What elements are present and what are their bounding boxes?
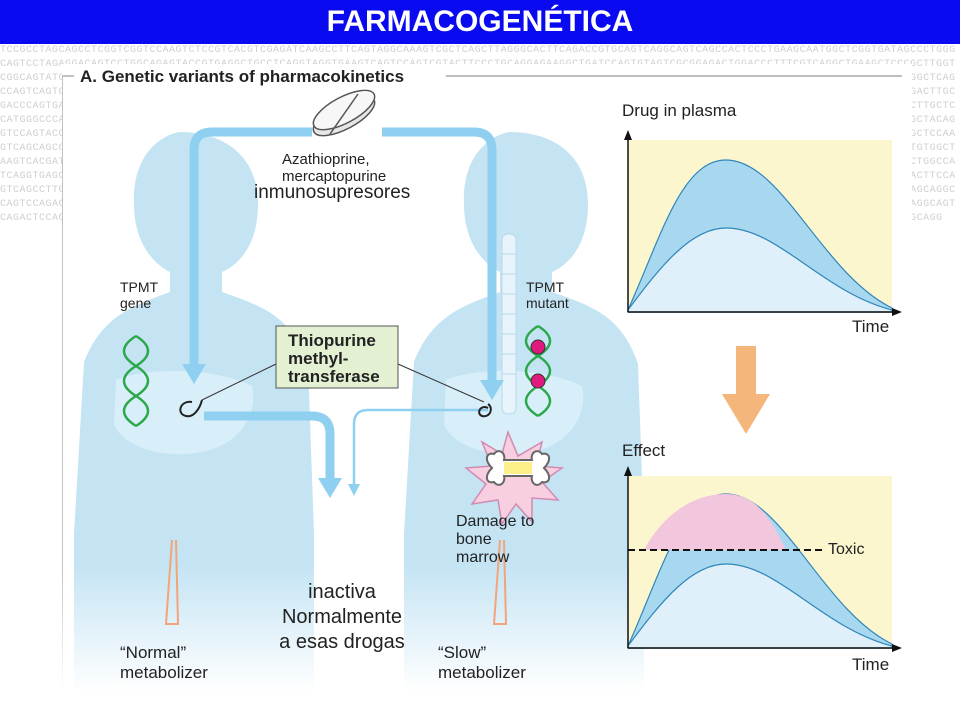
enzyme-label-line-3: transferase bbox=[288, 367, 380, 386]
inactive-annotation: inactiva Normalmente a esas drogas bbox=[262, 580, 422, 655]
inactive-annotation-line-1: inactiva bbox=[308, 581, 376, 603]
inactive-annotation-line-3: a esas drogas bbox=[279, 631, 405, 653]
enzyme-box bbox=[275, 325, 399, 389]
damage-label-line-2: bone bbox=[456, 531, 492, 548]
effect-chart-title: Effect bbox=[622, 441, 665, 460]
effect-x-axis-arrow-icon bbox=[892, 644, 902, 652]
slow-person-figure bbox=[392, 132, 662, 692]
effect-x-label: Time bbox=[852, 655, 889, 674]
slow-body-fade bbox=[392, 564, 662, 692]
tpmt-gene-label-line-1: TPMT bbox=[120, 279, 159, 295]
slow-leg-line bbox=[492, 539, 508, 625]
enzyme-label: Thiopurine methyl- transferase bbox=[288, 331, 381, 386]
tpmt-mutant-label-line-2: mutant bbox=[526, 295, 569, 311]
dna-helix-mutant-icon bbox=[524, 324, 552, 418]
plasma-x-axis-arrow-icon bbox=[892, 308, 902, 316]
damage-label-line-3: marrow bbox=[456, 549, 510, 566]
bone-icon bbox=[486, 450, 550, 486]
figure-diagram: A. Genetic variants of pharmacokinetics … bbox=[62, 67, 902, 692]
normal-body-fade bbox=[62, 564, 332, 692]
enzyme-label-line-2: methyl- bbox=[288, 349, 348, 368]
drug-label-line-2: mercaptopurine bbox=[282, 168, 386, 185]
plasma-x-label: Time bbox=[852, 317, 889, 336]
drug-label: Azathioprine, mercaptopurine bbox=[282, 151, 386, 185]
mutation-dot-icon bbox=[530, 373, 546, 389]
plasma-y-axis-arrow-icon bbox=[624, 130, 632, 140]
tpmt-gene-label: TPMT gene bbox=[120, 279, 162, 311]
panel-title: A. Genetic variants of pharmacokinetics bbox=[80, 67, 404, 86]
plasma-chart: Drug in plasma Time bbox=[622, 101, 902, 336]
tpmt-mutant-label-line-1: TPMT bbox=[526, 279, 565, 295]
orange-down-arrow-icon bbox=[722, 346, 770, 434]
enzyme-hook-right-icon bbox=[478, 403, 492, 418]
effect-y-axis-arrow-icon bbox=[624, 466, 632, 476]
title-banner: FARMACOGENÉTICA bbox=[0, 0, 960, 44]
mutation-dot-icon bbox=[530, 339, 546, 355]
normal-metabolizer-line-1: “Normal” bbox=[120, 643, 186, 662]
toxic-label: Toxic bbox=[828, 541, 864, 558]
tpmt-mutant-label: TPMT mutant bbox=[526, 279, 569, 311]
normal-metabolizer-label: “Normal” metabolizer bbox=[120, 643, 208, 682]
pill-icon bbox=[312, 89, 376, 137]
enzyme-pointer-right bbox=[397, 363, 485, 403]
page-title: FARMACOGENÉTICA bbox=[326, 5, 634, 38]
tpmt-gene-label-line-2: gene bbox=[120, 295, 151, 311]
slow-metabolizer-line-2: metabolizer bbox=[438, 663, 526, 682]
toxic-region bbox=[644, 494, 786, 550]
immunosuppressant-annotation: inmunosupresores bbox=[254, 182, 411, 203]
slow-metabolizer-label: “Slow” metabolizer bbox=[438, 643, 526, 682]
enzyme-pointer-left bbox=[201, 363, 277, 401]
enzyme-label-line-1: Thiopurine bbox=[288, 331, 376, 350]
drug-distribution-arrows bbox=[182, 127, 504, 498]
damage-label-line-1: Damage to bbox=[456, 513, 534, 530]
damage-label: Damage to bone marrow bbox=[456, 513, 539, 566]
effect-chart: Effect Toxic Time bbox=[622, 441, 902, 674]
normal-leg-line bbox=[164, 539, 180, 625]
plasma-chart-title: Drug in plasma bbox=[622, 101, 737, 120]
enzyme-hook-left-icon bbox=[179, 399, 203, 418]
slow-metabolizer-line-1: “Slow” bbox=[438, 643, 487, 662]
plasma-curve-normal bbox=[627, 227, 893, 313]
pharmacogenetics-figure: A. Genetic variants of pharmacokinetics … bbox=[62, 64, 912, 692]
effect-curve-normal bbox=[627, 563, 893, 649]
drug-label-line-1: Azathioprine, bbox=[282, 151, 370, 168]
inactive-annotation-line-2: Normalmente bbox=[281, 606, 403, 628]
spine-icon bbox=[501, 233, 517, 415]
dna-helix-normal-icon bbox=[122, 334, 150, 428]
normal-metabolizer-line-2: metabolizer bbox=[120, 663, 208, 682]
